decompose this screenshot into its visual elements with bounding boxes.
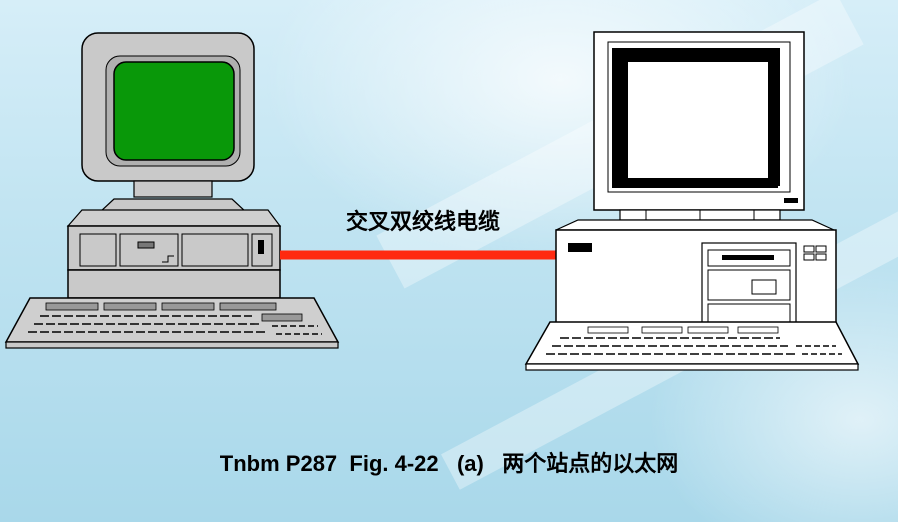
cable-label: 交叉双绞线电缆 <box>345 210 500 235</box>
left-station <box>4 32 340 349</box>
left-monitor-screen <box>113 61 235 161</box>
left-keyboard <box>4 297 340 349</box>
right-keyboard <box>524 321 860 371</box>
left-monitor <box>81 32 255 218</box>
right-station <box>524 31 860 371</box>
right-monitor <box>555 31 835 231</box>
right-system-unit <box>555 229 837 330</box>
left-system-unit <box>66 209 282 299</box>
figure-caption: Tnbm P287 Fig. 4-22 (a) 两个站点的以太网 <box>219 451 679 476</box>
right-monitor-screen <box>612 48 778 186</box>
